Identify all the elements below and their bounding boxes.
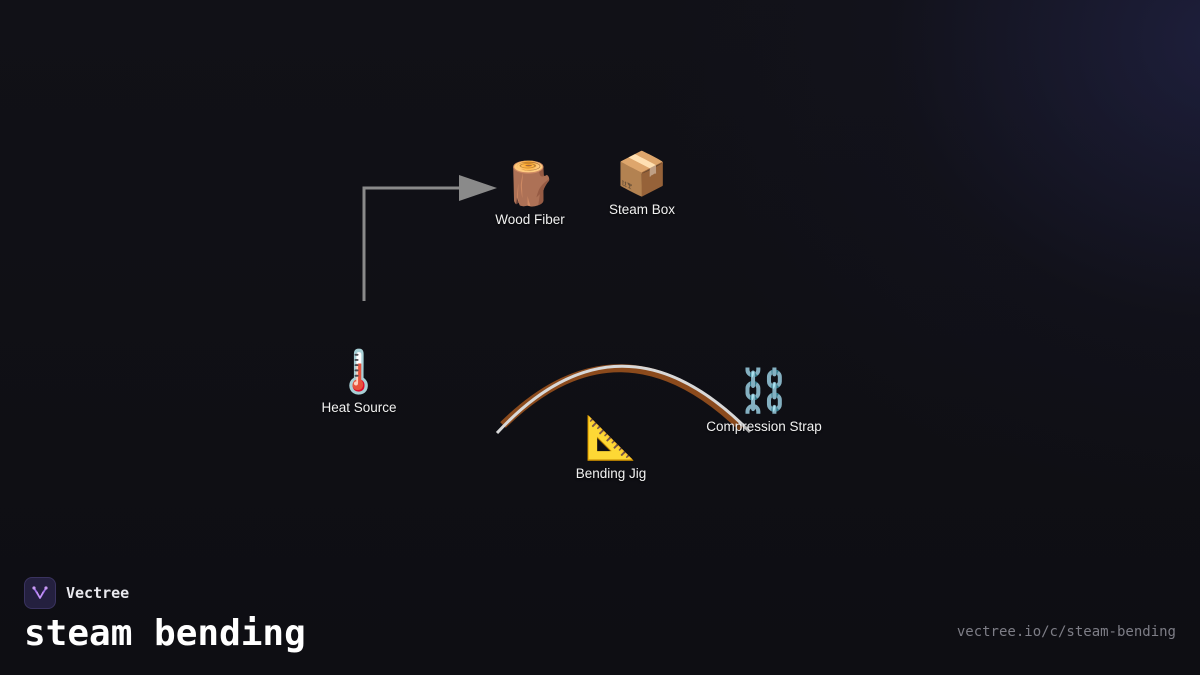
node-label-wood-fiber: Wood Fiber — [495, 212, 565, 227]
compression-strap-curve — [495, 364, 752, 435]
node-wood-fiber[interactable]: 🪵 Wood Fiber — [495, 159, 565, 228]
source-url[interactable]: vectree.io/c/steam-bending — [956, 624, 1176, 640]
vectree-logo-icon — [24, 577, 56, 609]
node-steam-box[interactable]: 📦 Steam Box — [608, 149, 676, 218]
node-label-bending-jig: Bending Jig — [575, 466, 647, 481]
node-bending-jig[interactable]: 📐 Bending Jig — [575, 413, 647, 482]
heat-to-wood-connector — [362, 186, 462, 301]
brand[interactable]: Vectree — [24, 577, 129, 609]
node-label-compression-strap: Compression Strap — [706, 419, 822, 434]
chain-icon: ⛓️ — [737, 366, 791, 415]
page-title: steam bending — [24, 613, 306, 654]
node-compression-strap[interactable]: ⛓️ Compression Strap — [706, 366, 822, 435]
node-label-heat-source: Heat Source — [321, 400, 397, 415]
triangular-ruler-icon: 📐 — [584, 413, 638, 462]
thermometer-icon: 🌡️ — [332, 347, 386, 396]
package-box-icon: 📦 — [615, 149, 669, 198]
wood-log-icon: 🪵 — [503, 159, 557, 208]
node-heat-source[interactable]: 🌡️ Heat Source — [321, 347, 397, 416]
node-label-steam-box: Steam Box — [608, 202, 676, 217]
brand-name: Vectree — [66, 584, 130, 602]
heat-to-wood-arrowhead — [459, 175, 497, 201]
